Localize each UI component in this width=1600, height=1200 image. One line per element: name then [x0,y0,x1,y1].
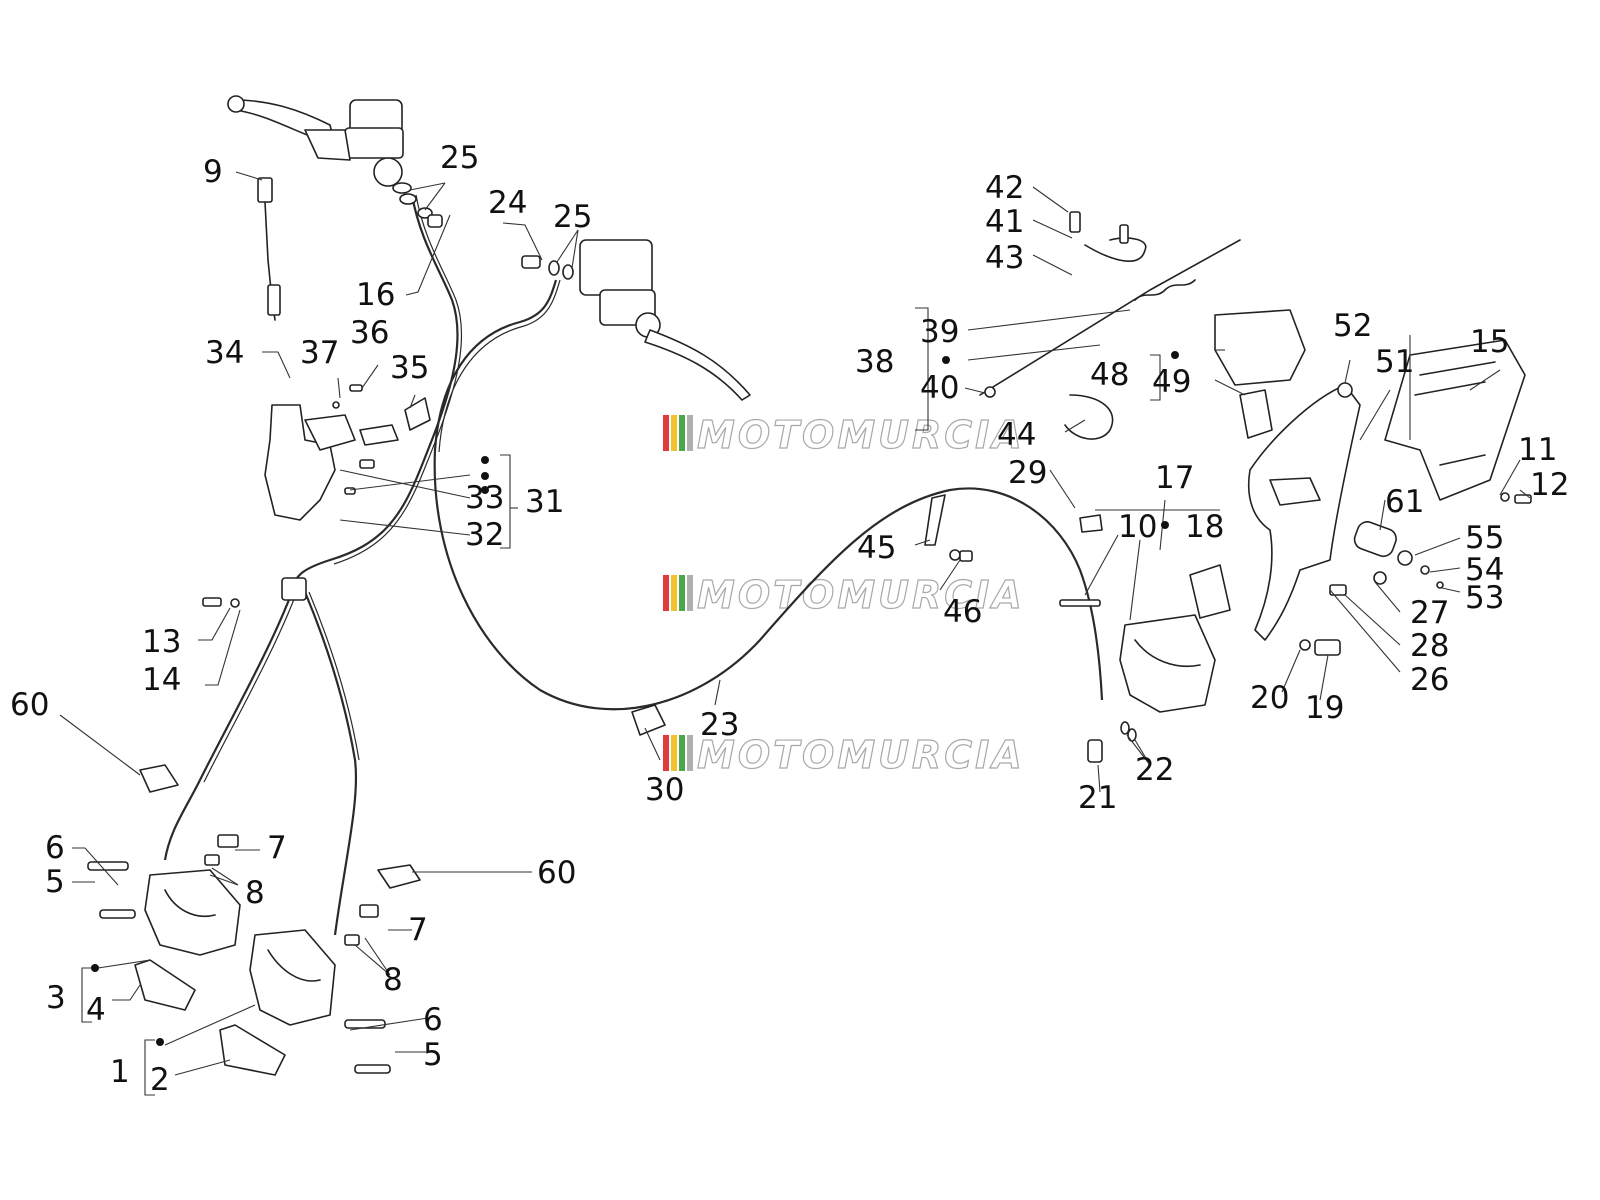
label-46: 46 [943,594,982,630]
label-21: 21 [1078,780,1117,816]
label-24: 24 [488,185,527,221]
label-43: 43 [985,240,1024,276]
label-7-right: 7 [408,912,428,948]
label-54: 54 [1465,552,1504,588]
parking-brake-assembly [264,384,431,521]
label-2: 2 [150,1062,170,1098]
label-1: 1 [110,1054,130,1090]
label-45: 45 [857,530,896,566]
label-29: 29 [1008,455,1047,491]
label-8-right: 8 [383,962,403,998]
label-44: 44 [997,417,1036,453]
label-41: 41 [985,204,1024,240]
label-14: 14 [142,662,181,698]
label-4: 4 [86,992,106,1028]
watermark-text-1: MOTOMURCIA [697,413,1025,457]
label-35: 35 [390,350,429,386]
watermark-text-3: MOTOMURCIA [697,733,1025,777]
callout-labels: 9 25 24 25 16 34 37 36 35 33 31 32 13 14… [10,140,1569,1098]
front-master-cylinder-lever [227,95,443,228]
label-23: 23 [700,707,739,743]
label-31: 31 [525,484,564,520]
label-60-right: 60 [537,855,576,891]
label-8-left: 8 [245,875,265,911]
label-60-left: 60 [10,687,49,723]
label-32: 32 [465,517,504,553]
label-6-right: 6 [423,1002,443,1038]
label-16: 16 [356,277,395,313]
label-53: 53 [1465,580,1504,616]
label-22: 22 [1135,752,1174,788]
label-36: 36 [350,315,389,351]
label-25-left: 25 [440,140,479,176]
watermark-text-2: MOTOMURCIA [697,573,1025,617]
leader-lines [59,171,1531,1096]
label-10: 10 [1118,509,1157,545]
label-13: 13 [142,624,181,660]
label-20: 20 [1250,680,1289,716]
label-55: 55 [1465,520,1504,556]
label-49: 49 [1152,364,1191,400]
label-38: 38 [855,344,894,380]
watermark-2: MOTOMURCIA [663,572,1025,618]
label-5-left: 5 [45,864,65,900]
label-42: 42 [985,170,1024,206]
front-left-caliper [87,834,241,1011]
label-30: 30 [645,772,684,808]
label-17: 17 [1155,460,1194,496]
rear-master-cylinder-lever [521,239,751,401]
label-18: 18 [1185,509,1224,545]
label-25-right: 25 [553,199,592,235]
brake-hoses [163,194,1104,936]
label-9: 9 [203,154,223,190]
label-11: 11 [1518,432,1557,468]
bullet-dots [91,351,1179,1046]
label-19: 19 [1305,690,1344,726]
watermark-1: MOTOMURCIA [663,412,1025,458]
label-40: 40 [920,370,959,406]
label-3: 3 [46,980,66,1016]
label-27: 27 [1410,595,1449,631]
label-48: 48 [1090,357,1129,393]
label-6-left: 6 [45,830,65,866]
label-61: 61 [1385,484,1424,520]
label-5-right: 5 [423,1037,443,1073]
label-51: 51 [1375,344,1414,380]
label-52: 52 [1333,308,1372,344]
front-right-caliper [219,904,391,1076]
label-33: 33 [465,480,504,516]
brake-light-switch-cable [257,177,281,321]
label-7-left: 7 [267,830,287,866]
small-fasteners [139,494,1101,889]
label-12: 12 [1530,467,1569,503]
rear-brake-assembly [979,211,1532,763]
label-15: 15 [1470,324,1509,360]
label-37: 37 [300,335,339,371]
label-34: 34 [205,335,244,371]
label-28: 28 [1410,628,1449,664]
label-39: 39 [920,314,959,350]
label-26: 26 [1410,662,1449,698]
watermark-3: MOTOMURCIA [663,732,1025,778]
